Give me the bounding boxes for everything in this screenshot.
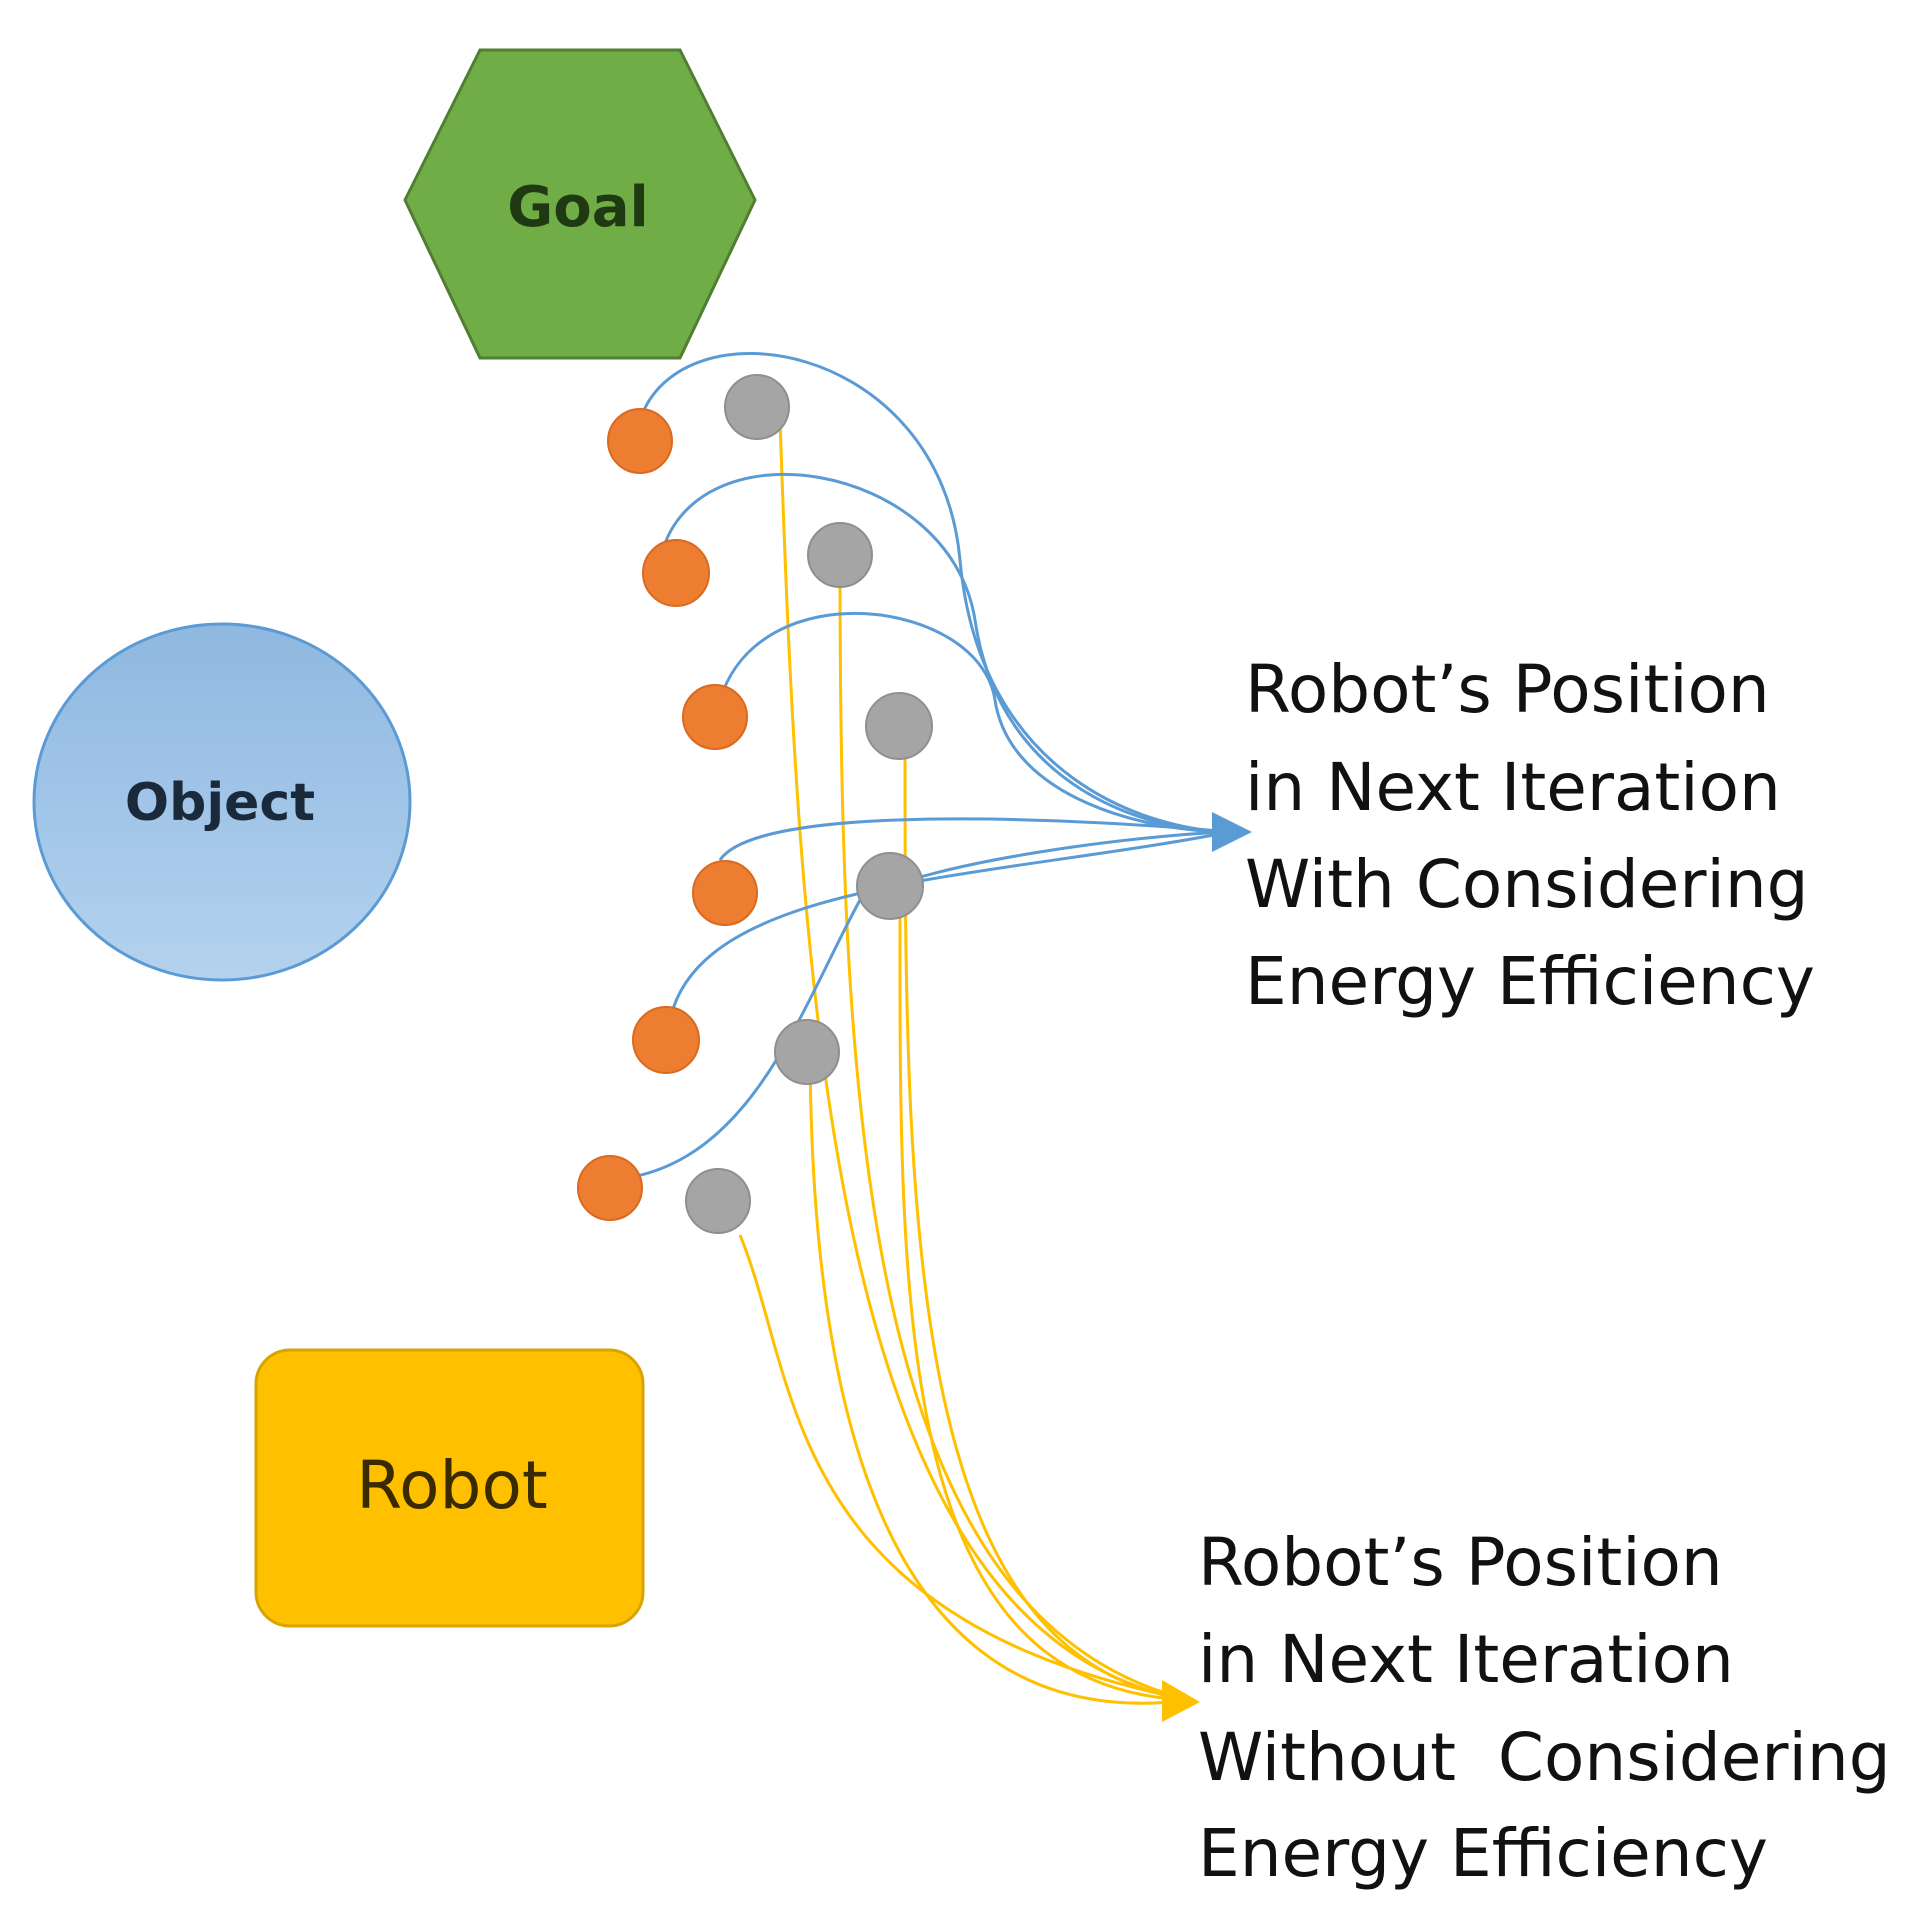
blue-path [658, 472, 1231, 834]
orange-particle [682, 684, 748, 750]
yellow-path [838, 549, 1191, 1702]
blue-path [718, 817, 1231, 861]
orange-particle [692, 860, 758, 926]
yellow-path [738, 1234, 1191, 1702]
blue-path [668, 830, 1231, 1021]
goal-label: Goal [507, 175, 648, 240]
robot-node: Robot [254, 1348, 645, 1628]
orange-particle [632, 1006, 700, 1074]
gray-particle [685, 1168, 751, 1234]
blue-paths [609, 352, 1231, 1182]
caption-line: Robot’s Position [1245, 651, 1770, 728]
goal-hexagon [403, 48, 757, 360]
gray-particle [856, 852, 924, 920]
robot-label: Robot [356, 1447, 547, 1524]
caption-line: in Next Iteration [1198, 1621, 1734, 1698]
caption-with-efficiency: Robot’s Position in Next Iteration With … [1245, 651, 1815, 1020]
caption-line: Energy Efficiency [1198, 1815, 1768, 1892]
yellow-path [898, 879, 1191, 1702]
caption-line: With Considering [1245, 846, 1809, 923]
blue-arrowhead [1212, 812, 1252, 852]
object-node: Object [32, 622, 412, 982]
yellow-paths [738, 419, 1191, 1705]
blue-path [638, 352, 1231, 834]
yellow-path [903, 704, 1191, 1702]
robot-box [254, 1348, 645, 1628]
orange-particle [607, 408, 673, 474]
goal-node: Goal [403, 48, 757, 360]
caption-line: Robot’s Position [1198, 1524, 1723, 1601]
caption-without-efficiency: Robot’s Position in Next Iteration Witho… [1198, 1524, 1891, 1892]
gray-particle [724, 374, 790, 440]
orange-particles [577, 408, 758, 1221]
gray-particle [807, 522, 873, 588]
object-label: Object [125, 773, 315, 833]
caption-line: Energy Efficiency [1245, 943, 1815, 1020]
gray-particle [865, 692, 933, 760]
object-circle [32, 622, 412, 982]
yellow-arrowhead [1162, 1680, 1200, 1722]
caption-line: in Next Iteration [1245, 749, 1781, 826]
yellow-path [808, 1039, 1191, 1705]
yellow-path [778, 419, 1191, 1702]
orange-particle [577, 1155, 643, 1221]
gray-particle [774, 1019, 840, 1085]
caption-line: Without Considering [1198, 1719, 1891, 1796]
blue-path [718, 611, 1231, 834]
orange-particle [642, 539, 710, 607]
gray-particles [685, 374, 933, 1234]
